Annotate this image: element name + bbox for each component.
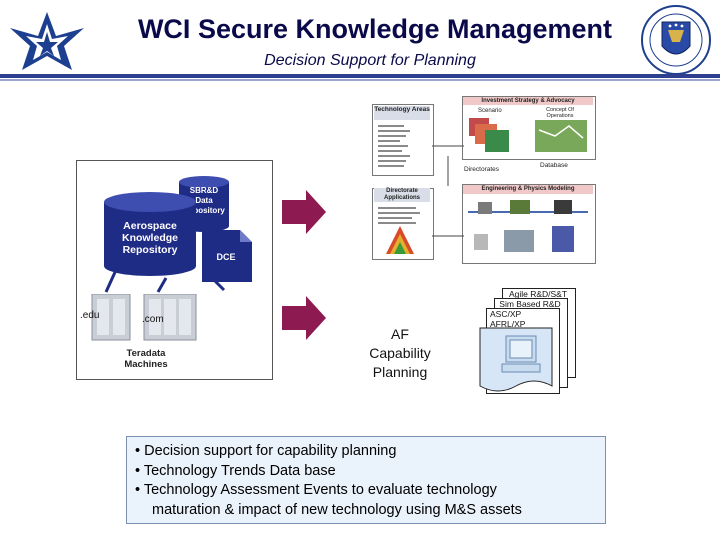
repository-label-line: Knowledge [121,232,178,244]
com-label: .com [142,314,164,325]
diagram-connectors [432,145,464,237]
technology-areas-label: Technology Areas [374,106,430,120]
sbrd-label-line: Repository [183,206,225,215]
decision-support-diagram: Technology Areas Investment Strategy & A… [370,96,600,266]
af-label-line: Capability [369,345,431,361]
afrl-label: AFRL/XP [490,319,526,329]
scenario-label: Scenario [478,108,502,114]
sbrd-label-line: Data [195,196,213,205]
bullet-item: • Decision support for capability planni… [135,443,397,459]
computer-document-icon [479,327,553,392]
command-seal-icon [641,5,711,75]
aerospace-repository-icon [104,192,196,276]
af-label-line: Planning [372,364,428,380]
air-force-logo [10,12,84,70]
engineering-modeling-label: Engineering & Physics Modeling [463,185,593,194]
repository-label-line: Aerospace [123,220,177,232]
sim-label: Sim Based R&D [499,299,561,309]
engineering-models-icon [468,200,588,252]
agile-label: Agile R&D/S&T [508,289,568,299]
database-label: Database [540,162,568,169]
page-subtitle: Decision Support for Planning [264,52,476,69]
repository-label-line: Repository [122,244,178,256]
scenario-maps-icon [469,118,587,152]
arrow-right-icon [282,296,326,340]
machines-label-line: Machines [124,359,168,370]
dce-document-icon [202,230,252,282]
repository-connectors [104,269,226,293]
technology-list-lines [378,125,410,167]
bullet-item: • Technology Trends Data base [135,462,336,479]
header-rule [0,74,720,78]
sbrd-label-line: SBR&D [189,186,219,195]
asc-label: ASC/XP [490,309,522,319]
page-title: WCI Secure Knowledge Management [137,14,613,44]
machines-label-line: Teradata [126,348,166,359]
investment-strategy-label: Investment Strategy & Advocacy [463,97,593,105]
summary-bullets-box: • Decision support for capability planni… [126,436,606,524]
directorate-applications-label: Directorate Applications [374,188,430,202]
directorate-list-lines [378,207,420,254]
concept-label: Concept Of Operations [546,107,574,119]
document-stack: Agile R&D/S&T Sim Based R&D ASC/XP AFRL/… [472,288,576,400]
teradata-servers-icon [91,294,197,341]
edu-label: .edu [80,310,100,321]
af-label-line: AF [391,326,409,342]
bullet-item: • Technology Assessment Events to evalua… [135,482,497,498]
bullet-item-continuation: maturation & impact of new technology us… [152,501,522,518]
dce-label: DCE [216,252,236,262]
directorates-label: Directorates [464,166,500,173]
header-rule-thin [0,79,720,81]
arrow-right-icon [282,190,326,234]
